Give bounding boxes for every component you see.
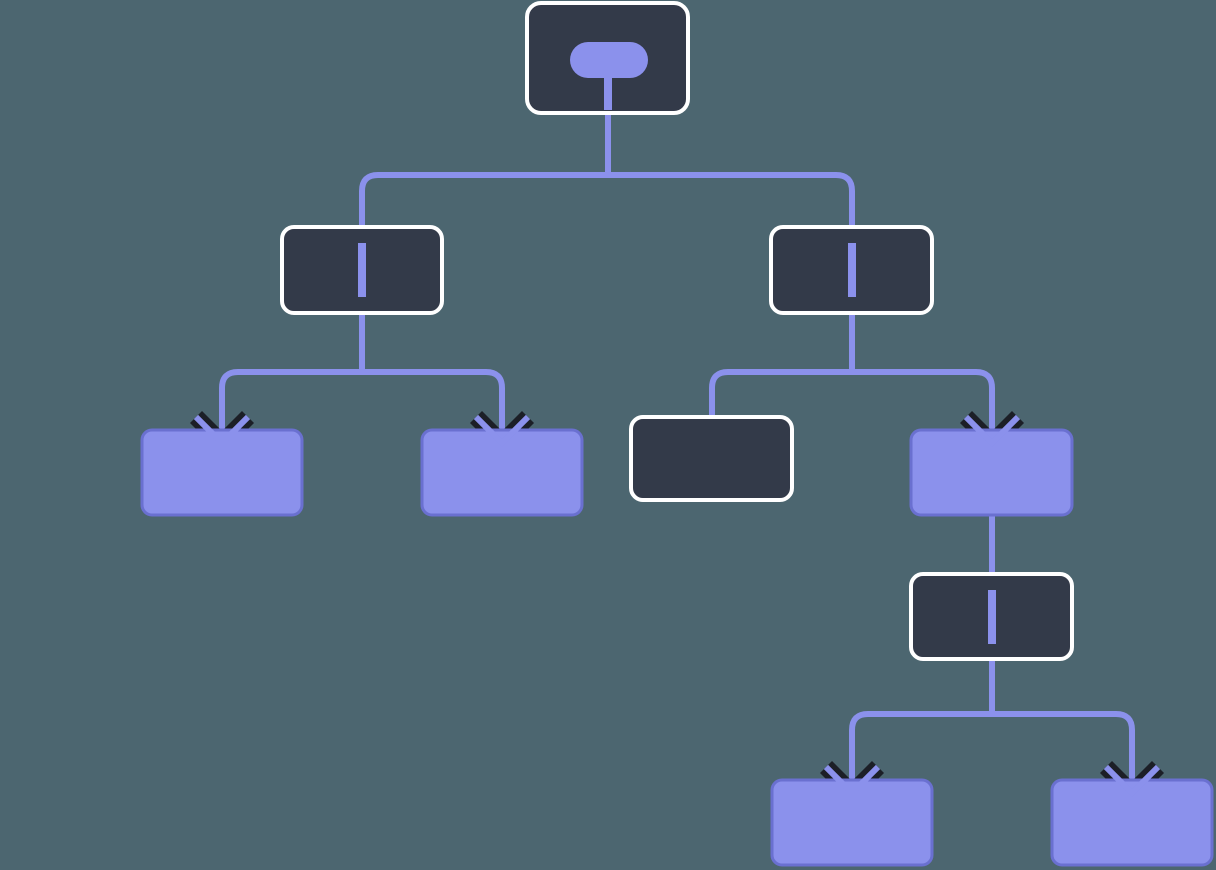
edge-l2a-l3b [362, 369, 505, 430]
edge-l4-l5a [849, 711, 992, 780]
edge-l2a-l3a [219, 369, 362, 430]
arrowhead-shadow-layer [189, 410, 1165, 806]
edge-l2b-l3c [709, 369, 852, 417]
connector-layer [219, 108, 1135, 780]
edge-root-l2a [359, 172, 608, 232]
edge-l4-l5b [992, 711, 1135, 780]
edge-l2b-l3d [852, 369, 995, 430]
edge-root-l2b [608, 172, 855, 232]
